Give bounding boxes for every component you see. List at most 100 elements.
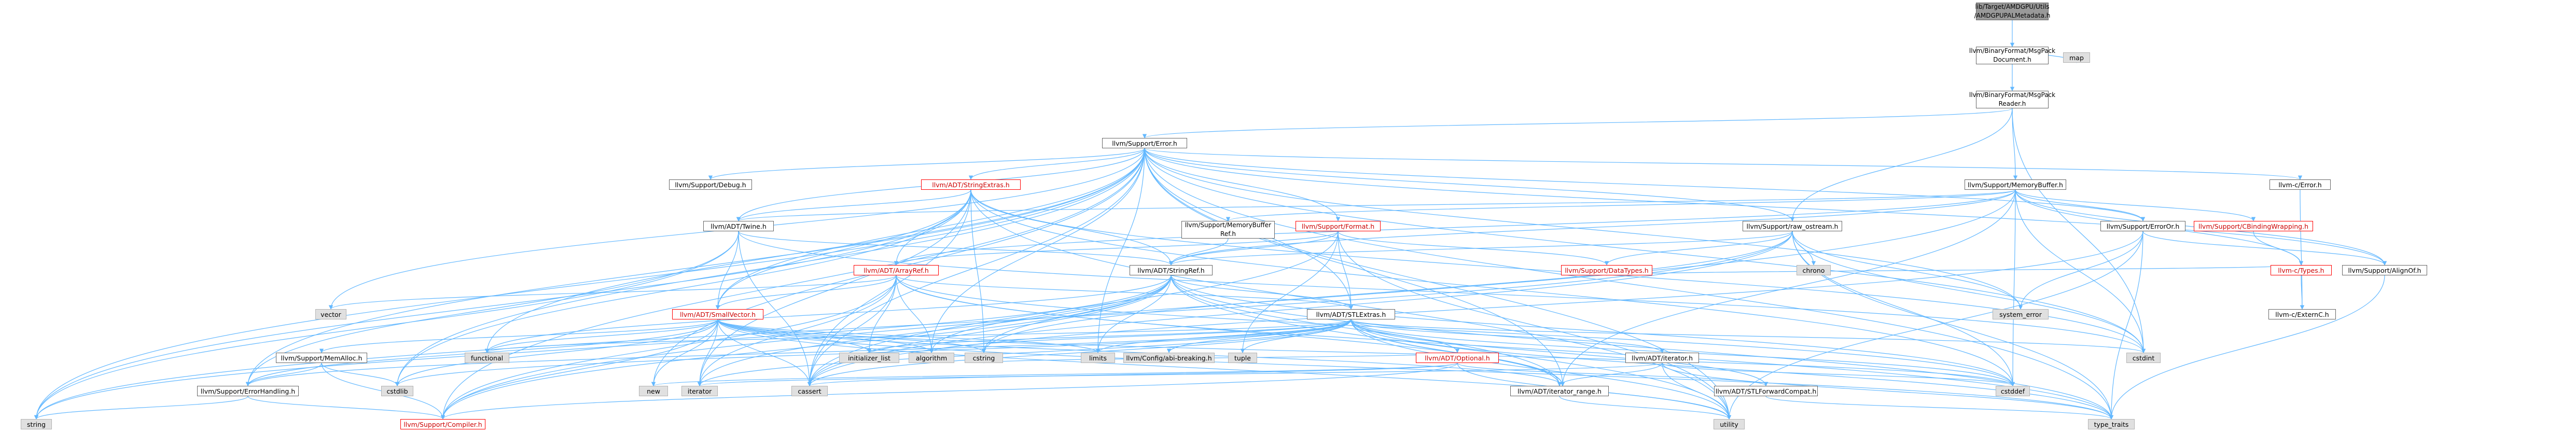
edge-stlextras-to-cstdlib bbox=[395, 319, 1352, 386]
node-memorybuffer[interactable]: llvm/Support/MemoryBuffer.h bbox=[1965, 179, 2066, 190]
node-datatypes[interactable]: llvm/Support/DataTypes.h bbox=[1561, 265, 1652, 275]
node-stringref[interactable]: llvm/ADT/StringRef.h bbox=[1130, 265, 1213, 275]
node-functional: functional bbox=[465, 353, 509, 363]
edge-iterrange-to-utility bbox=[1559, 396, 1732, 420]
edge-arrayref-to-cstddef bbox=[896, 275, 2015, 386]
edge-stlextras-to-limits bbox=[1095, 319, 1352, 353]
edge-smallvector-to-functional bbox=[484, 319, 718, 353]
edge-ctypes-to-datatypes bbox=[1605, 264, 2302, 276]
edge-stringextras-to-cassert bbox=[807, 189, 971, 386]
edge-error-to-cstdint bbox=[1144, 148, 2146, 353]
edge-error-to-rawostream bbox=[1144, 148, 1795, 221]
edge-smallvector-to-initlist bbox=[717, 319, 872, 353]
edge-stringextras-to-cstring bbox=[970, 189, 986, 353]
edge-error-to-typetraits bbox=[1144, 148, 2114, 420]
node-format[interactable]: llvm/Support/Format.h bbox=[1296, 221, 1381, 231]
edge-erroror-to-utility bbox=[1726, 231, 2143, 420]
edge-memorybuffer-to-stringref bbox=[1168, 189, 2016, 266]
node-cerror[interactable]: llvm-c/Error.h bbox=[2269, 179, 2331, 190]
edge-error-to-stringextras bbox=[968, 148, 1145, 180]
node-debug[interactable]: llvm/Support/Debug.h bbox=[669, 179, 752, 190]
node-errorhandling[interactable]: llvm/Support/ErrorHandling.h bbox=[197, 386, 299, 396]
edge-memorybuffer-to-cstddef bbox=[2010, 189, 2016, 386]
node-cassert: cassert bbox=[791, 386, 828, 396]
edge-stringref-to-algorithm bbox=[929, 275, 1172, 353]
node-externc[interactable]: llvm-c/ExternC.h bbox=[2268, 309, 2336, 319]
node-map: map bbox=[2063, 52, 2090, 63]
node-stlfwdcompat[interactable]: llvm/ADT/STLForwardCompat.h bbox=[1714, 386, 1818, 396]
edge-format-to-arrayref bbox=[894, 231, 1339, 266]
edge-twine-to-smallvector bbox=[715, 231, 739, 310]
edge-stringextras-to-string bbox=[34, 189, 971, 420]
edge-error-to-alignof bbox=[1144, 148, 2387, 266]
edge-smallvector-to-new bbox=[651, 319, 718, 386]
node-root: lib/Target/AMDGPU/Utils /AMDGPUPALMetada… bbox=[1974, 3, 2051, 20]
edge-format-to-stlextras bbox=[1338, 231, 1354, 310]
edge-smallvector-to-memalloc bbox=[319, 319, 718, 353]
edge-cbinding-to-ctypes bbox=[2253, 231, 2304, 266]
edge-stlextras-to-initlist bbox=[867, 319, 1352, 353]
edge-format-to-utility bbox=[1338, 231, 1732, 420]
edge-stlextras-to-typetraits bbox=[1350, 319, 2114, 420]
edge-rawostream-to-stringref bbox=[1169, 231, 1793, 266]
node-compiler[interactable]: llvm/Support/Compiler.h bbox=[400, 419, 485, 429]
edge-smallvector-to-cstdlib bbox=[395, 319, 718, 386]
node-new: new bbox=[639, 386, 668, 396]
node-ctypes[interactable]: llvm-c/Types.h bbox=[2271, 265, 2332, 275]
node-adtiterator[interactable]: llvm/ADT/iterator.h bbox=[1625, 353, 1699, 363]
node-optional[interactable]: llvm/ADT/Optional.h bbox=[1416, 353, 1499, 363]
node-utility: utility bbox=[1714, 419, 1745, 429]
edge-memalloc-to-errorhandling bbox=[245, 363, 322, 386]
node-smallvector[interactable]: llvm/ADT/SmallVector.h bbox=[672, 309, 763, 319]
node-rawostream[interactable]: llvm/Support/raw_ostream.h bbox=[1743, 221, 1842, 231]
edge-msgpackreader-to-error bbox=[1143, 108, 2013, 138]
node-msgpackdoc[interactable]: llvm/BinaryFormat/MsgPack Document.h bbox=[1969, 47, 2056, 64]
node-iterrange[interactable]: llvm/ADT/iterator_range.h bbox=[1510, 386, 1609, 396]
node-typetraits: type_traits bbox=[2088, 419, 2135, 429]
edge-adtiterator-to-iterator bbox=[698, 363, 1663, 386]
edge-rawostream-to-cstddef bbox=[1792, 231, 2015, 386]
node-alignof[interactable]: llvm/Support/AlignOf.h bbox=[2342, 265, 2427, 275]
edge-error-to-format bbox=[1144, 148, 1341, 221]
node-error[interactable]: llvm/Support/Error.h bbox=[1102, 138, 1187, 148]
edge-stlextras-to-cstdint bbox=[1350, 319, 2146, 353]
edge-stlextras-to-tuple bbox=[1240, 319, 1352, 353]
node-arrayref[interactable]: llvm/ADT/ArrayRef.h bbox=[854, 265, 939, 275]
edge-error-to-algorithm bbox=[929, 148, 1145, 353]
edge-error-to-compiler bbox=[440, 148, 1145, 420]
edge-memorybuffer-to-cbinding bbox=[2015, 189, 2256, 221]
edge-error-to-memory bbox=[1144, 148, 1565, 386]
edge-arrayref-to-smallvector bbox=[715, 275, 897, 310]
edge-stringref-to-string bbox=[34, 275, 1172, 420]
edge-rawostream-to-datatypes bbox=[1604, 231, 1793, 266]
node-membufref[interactable]: llvm/Support/MemoryBuffer Ref.h bbox=[1181, 221, 1275, 239]
node-iterator: iterator bbox=[681, 386, 718, 396]
node-cstddef: cstddef bbox=[1996, 386, 2030, 396]
edge-memorybuffer-to-arrayref bbox=[894, 189, 2016, 266]
node-cbinding[interactable]: llvm/Support/CBindingWrapping.h bbox=[2194, 221, 2313, 231]
edge-rawostream-to-cstdint bbox=[1792, 231, 2146, 353]
edge-stringref-to-functional bbox=[484, 275, 1172, 353]
node-stlextras[interactable]: llvm/ADT/STLExtras.h bbox=[1307, 309, 1395, 319]
node-memalloc[interactable]: llvm/Support/MemAlloc.h bbox=[276, 353, 367, 363]
node-erroror[interactable]: llvm/Support/ErrorOr.h bbox=[2100, 221, 2185, 231]
edge-arrayref-to-stlextras bbox=[896, 275, 1353, 310]
edge-error-to-debug bbox=[708, 148, 1145, 180]
node-vector: vector bbox=[315, 309, 346, 319]
node-msgpackreader[interactable]: llvm/BinaryFormat/MsgPack Reader.h bbox=[1969, 91, 2056, 108]
edge-stlextras-to-adtiterator bbox=[1350, 319, 1665, 353]
node-twine[interactable]: llvm/ADT/Twine.h bbox=[703, 221, 774, 231]
edge-stringextras-to-cstddef bbox=[970, 189, 2015, 386]
node-tuple: tuple bbox=[1228, 353, 1257, 363]
edge-smallvector-to-compiler bbox=[440, 319, 718, 420]
edge-arrayref-to-typetraits bbox=[896, 275, 2114, 420]
node-chrono: chrono bbox=[1797, 265, 1831, 275]
edge-stringref-to-limits bbox=[1095, 275, 1172, 353]
edge-error-to-errorhandling bbox=[245, 148, 1145, 386]
edge-erroror-to-typetraits bbox=[2109, 231, 2143, 420]
node-stringextras[interactable]: llvm/ADT/StringExtras.h bbox=[921, 179, 1021, 190]
edge-memorybuffer-to-membufref bbox=[1226, 189, 2016, 221]
node-algorithm: algorithm bbox=[909, 353, 954, 363]
edge-memorybuffer-to-twine bbox=[736, 189, 2016, 221]
